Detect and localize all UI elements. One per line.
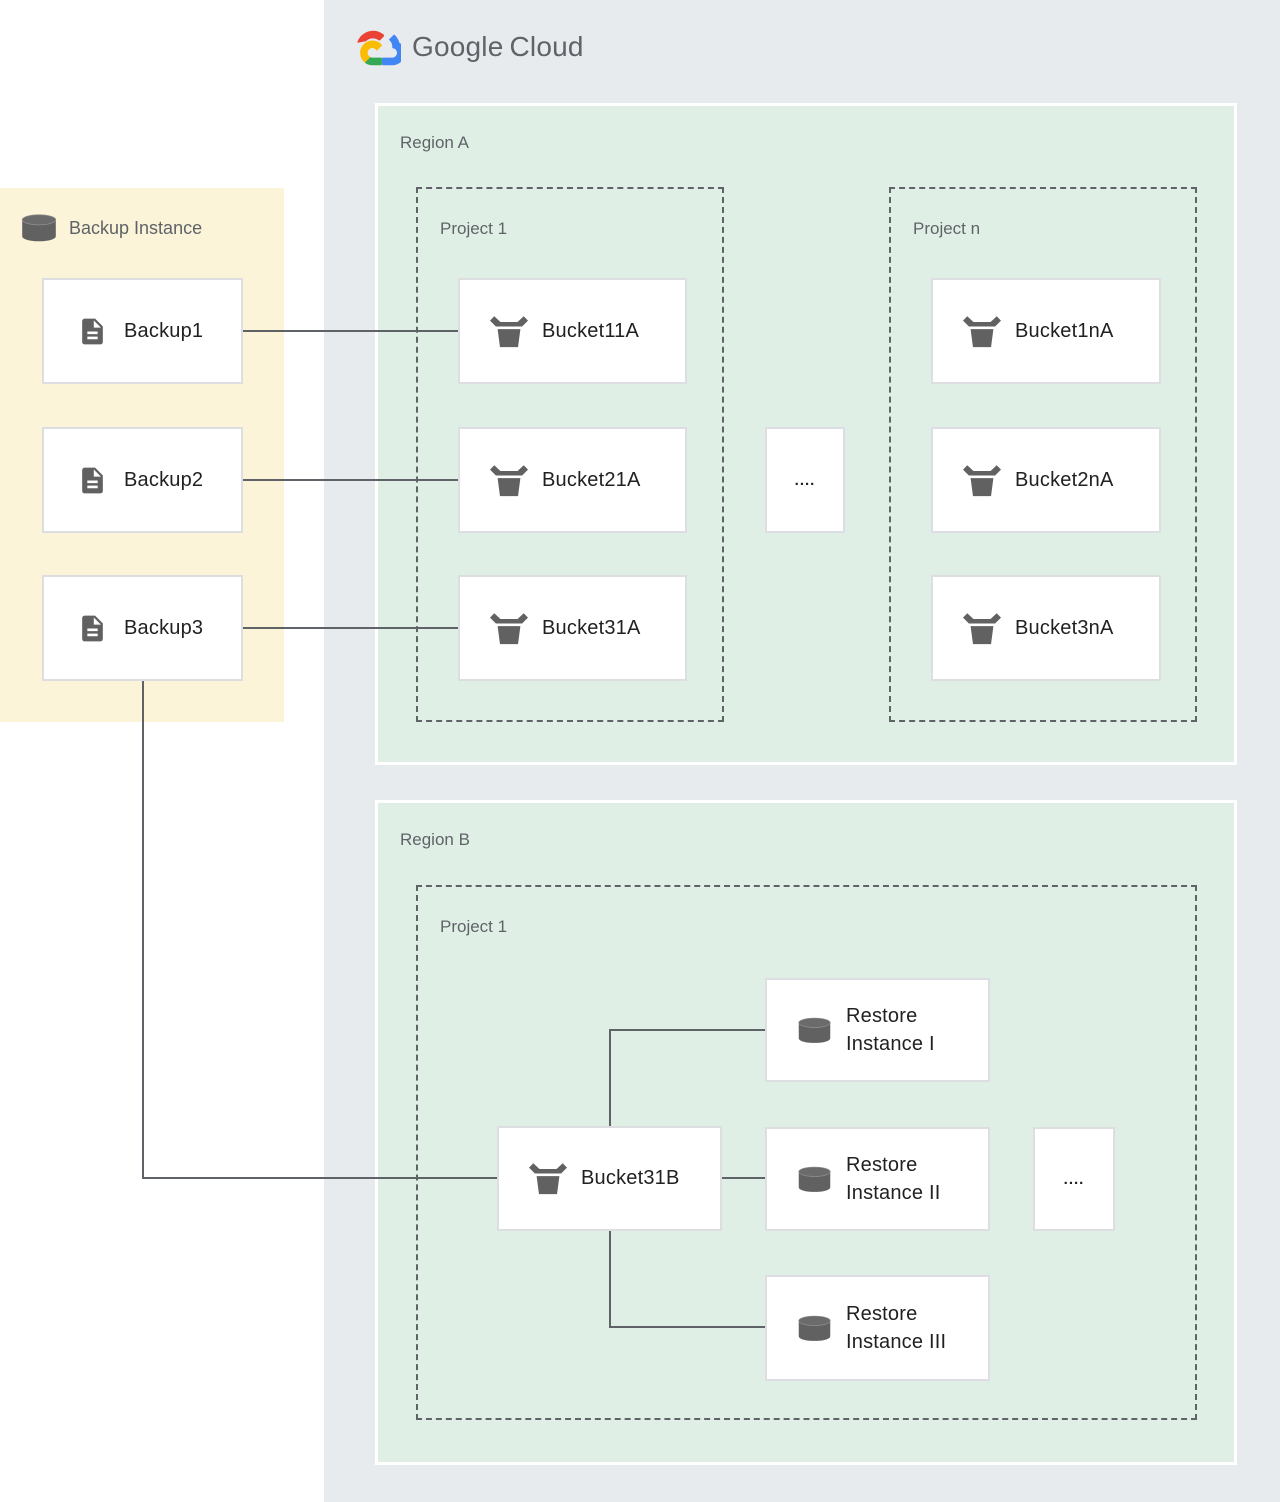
backup-instance-title: Backup Instance (69, 217, 203, 238)
bucket11a-node: Bucket11A (458, 278, 687, 384)
database-icon (797, 1166, 832, 1193)
backup-instance-header: Backup Instance (20, 214, 202, 242)
bucket31b-node: Bucket31B (497, 1126, 722, 1231)
bucket1na-label: Bucket1nA (1015, 319, 1114, 342)
connector-backup3-bucket31b (142, 1177, 497, 1179)
bucket1na-node: Bucket1nA (931, 278, 1161, 384)
document-icon (77, 613, 108, 644)
bucket21a-label: Bucket21A (542, 468, 641, 491)
backup2-node: Backup2 (42, 427, 243, 533)
bucket31a-node: Bucket31A (458, 575, 687, 681)
bucket-icon (963, 315, 1001, 348)
bucket2na-node: Bucket2nA (931, 427, 1161, 533)
backup1-node: Backup1 (42, 278, 243, 384)
bucket3na-label: Bucket3nA (1015, 616, 1114, 639)
database-icon (797, 1017, 832, 1044)
document-icon (77, 465, 108, 496)
project-1-region-b: Project 1 (416, 885, 1197, 1420)
bucket31a-label: Bucket31A (542, 616, 641, 639)
bucket31b-label: Bucket31B (581, 1167, 680, 1189)
database-icon (20, 214, 58, 242)
region-b-label: Region B (400, 830, 470, 849)
ellipsis-label: .... (794, 471, 816, 489)
bucket2na-label: Bucket2nA (1015, 468, 1114, 491)
restore-instance-3-node: Restore Instance III (765, 1275, 990, 1381)
restore-instance-1-label: Restore Instance I (846, 1005, 935, 1055)
bucket-icon (490, 612, 528, 645)
bucket-icon (529, 1162, 567, 1195)
connector-bucket31b-restore3-horizontal (609, 1326, 765, 1328)
backup2-label: Backup2 (124, 468, 204, 491)
ellipsis-box-region-b: .... (1033, 1127, 1115, 1231)
bucket21a-node: Bucket21A (458, 427, 687, 533)
connector-bucket31b-restore3-vertical (609, 1231, 611, 1328)
logo-word-cloud: Cloud (509, 31, 584, 62)
bucket-icon (490, 315, 528, 348)
connector-backup1-bucket11a (243, 330, 458, 332)
database-icon (797, 1315, 832, 1342)
bucket-icon (490, 464, 528, 497)
connector-backup3-down (142, 681, 144, 1179)
bucket-icon (963, 464, 1001, 497)
region-a-label: Region A (400, 133, 469, 152)
ellipsis-label: .... (1063, 1170, 1085, 1188)
connector-bucket31b-restore1-horizontal (609, 1029, 765, 1031)
bucket3na-node: Bucket3nA (931, 575, 1161, 681)
google-cloud-icon (354, 28, 401, 66)
project-na-label: Project n (913, 219, 981, 238)
project-n-region-a: Project n (889, 187, 1197, 722)
backup3-node: Backup3 (42, 575, 243, 681)
backup1-label: Backup1 (124, 319, 204, 342)
restore-instance-3-label: Restore Instance III (846, 1303, 947, 1353)
project-1b-label: Project 1 (440, 917, 508, 936)
connector-bucket31b-restore2 (722, 1177, 765, 1179)
restore-instance-1-node: Restore Instance I (765, 978, 990, 1082)
project-1a-label: Project 1 (440, 219, 508, 238)
ellipsis-box-region-a: .... (765, 427, 845, 533)
bucket11a-label: Bucket11A (542, 319, 640, 342)
document-icon (77, 316, 108, 347)
restore-instance-2-label: Restore Instance II (846, 1154, 941, 1204)
bucket-icon (963, 612, 1001, 645)
connector-backup2-bucket21a (243, 479, 458, 481)
connector-backup3-bucket31a (243, 627, 458, 629)
restore-instance-2-node: Restore Instance II (765, 1127, 990, 1231)
backup3-label: Backup3 (124, 616, 204, 639)
logo-word-google: Google (412, 31, 504, 62)
connector-bucket31b-restore1-vertical (609, 1029, 611, 1126)
project-1-region-a: Project 1 (416, 187, 724, 722)
